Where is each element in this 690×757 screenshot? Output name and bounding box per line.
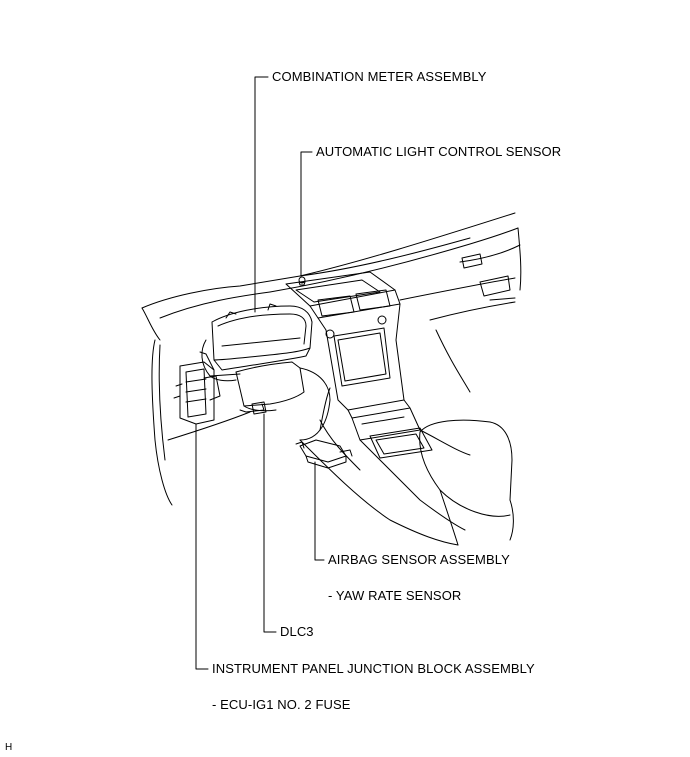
leader-junction-block — [195, 423, 209, 670]
center-stack — [285, 271, 514, 546]
junction-block — [173, 351, 221, 425]
airbag-sensor — [295, 439, 353, 469]
leader-lines — [195, 76, 325, 670]
page-code: H — [5, 742, 13, 753]
ecu-fuse-label: - ECU-IG1 NO. 2 FUSE — [212, 697, 351, 712]
light-sensor — [298, 276, 306, 286]
knee-panel — [235, 361, 331, 441]
dlc3-label: DLC3 — [280, 624, 314, 639]
combination-meter-label: COMBINATION METER ASSEMBLY — [272, 69, 487, 84]
airbag-sensor-label: AIRBAG SENSOR ASSEMBLY — [328, 552, 510, 567]
leader-airbag-sensor — [314, 461, 325, 561]
leader-combination-meter — [254, 76, 269, 313]
leader-light-sensor — [300, 151, 313, 277]
leader-dlc3 — [263, 413, 277, 633]
light-sensor-label: AUTOMATIC LIGHT CONTROL SENSOR — [316, 144, 562, 159]
combination-meter — [201, 303, 313, 382]
yaw-rate-sensor-label: - YAW RATE SENSOR — [328, 588, 462, 603]
dashboard-outline — [141, 212, 522, 506]
junction-block-label: INSTRUMENT PANEL JUNCTION BLOCK ASSEMBLY — [212, 661, 535, 676]
